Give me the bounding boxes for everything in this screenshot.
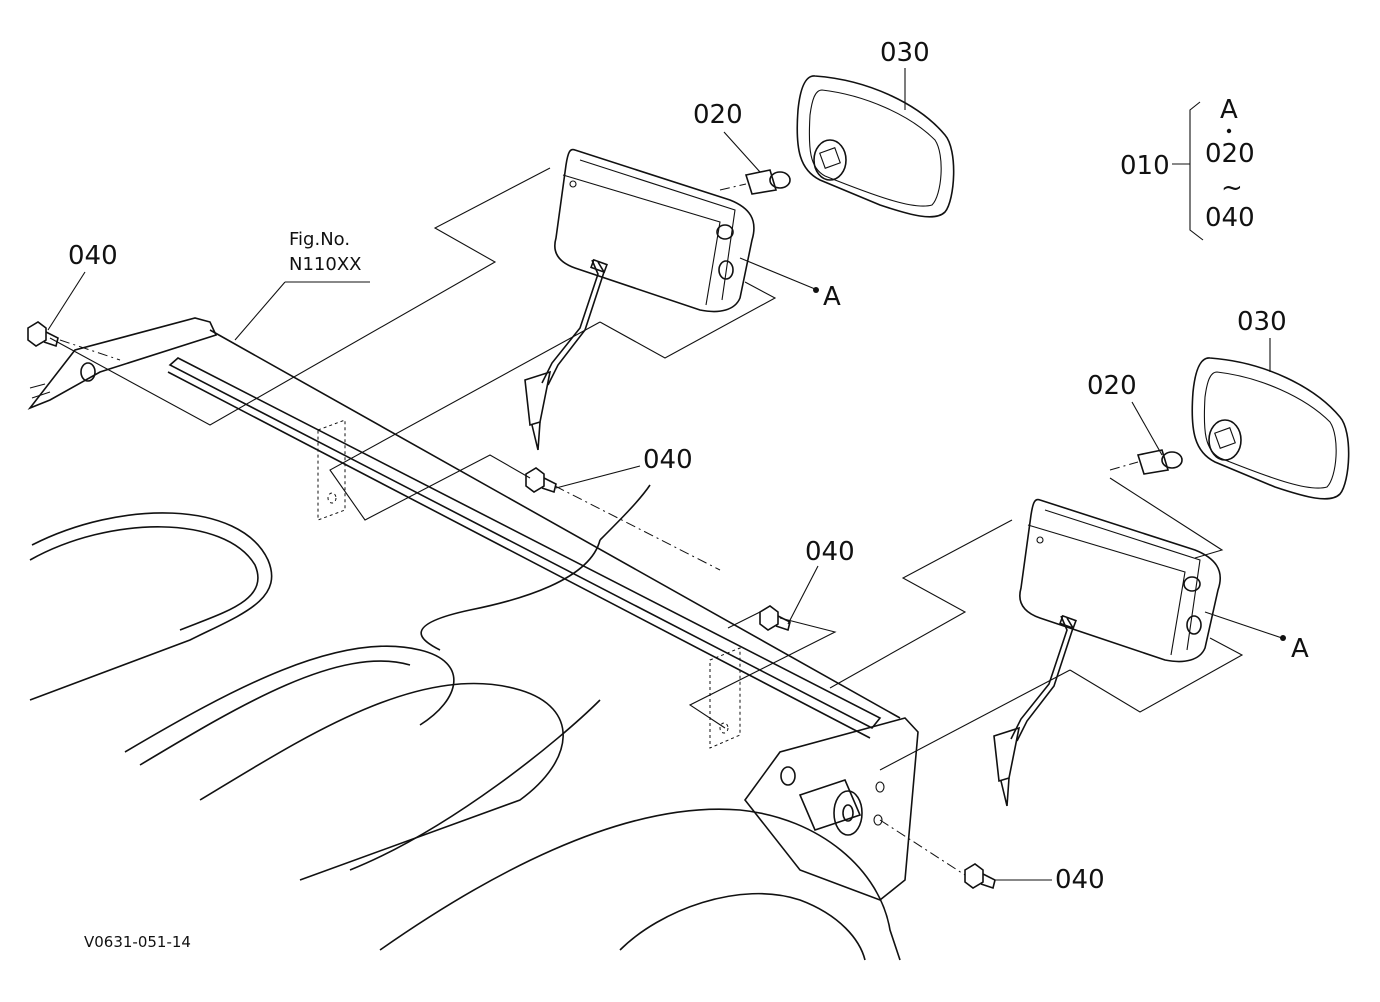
callout-left-lens: 030: [880, 38, 930, 68]
left-bulb: [744, 169, 791, 195]
assembly-key-from: 020: [1205, 139, 1255, 169]
callout-right-bulb: 020: [1087, 371, 1137, 401]
assembly-key-tilde: ~: [1221, 173, 1243, 203]
callout-left-bulb: 020: [693, 100, 743, 130]
right-lens: [1191, 357, 1350, 500]
figure-ref-line2: N110XX: [289, 254, 361, 275]
callout-bolt-mid: 040: [805, 537, 855, 567]
left-lens: [796, 75, 955, 218]
bolt-bottom: [964, 863, 996, 890]
tractor-frame: [27, 317, 919, 961]
assembly-key-to: 040: [1205, 203, 1255, 233]
bolt-center: [525, 467, 557, 494]
bolt-mid: [759, 605, 791, 632]
callout-bolt-left: 040: [68, 241, 118, 271]
figure-ref-line1: Fig.No.: [289, 229, 350, 250]
right-work-lamp: [993, 498, 1221, 807]
callout-bolt-center: 040: [643, 445, 693, 475]
explode-lines: [47, 68, 1286, 881]
right-bulb: [1136, 449, 1183, 475]
assembly-key-dot: [1226, 128, 1232, 134]
image-code: V0631-051-14: [84, 933, 191, 951]
assembly-key-parent: 010: [1120, 151, 1170, 181]
callout-right-lens: 030: [1237, 307, 1287, 337]
ref-marker-right: A: [1291, 634, 1309, 664]
bolt-left: [27, 321, 59, 348]
ref-marker-left: A: [823, 282, 841, 312]
assembly-key-ref: A: [1220, 95, 1238, 125]
callout-bolt-bottom: 040: [1055, 865, 1105, 895]
left-work-lamp: [524, 148, 755, 451]
